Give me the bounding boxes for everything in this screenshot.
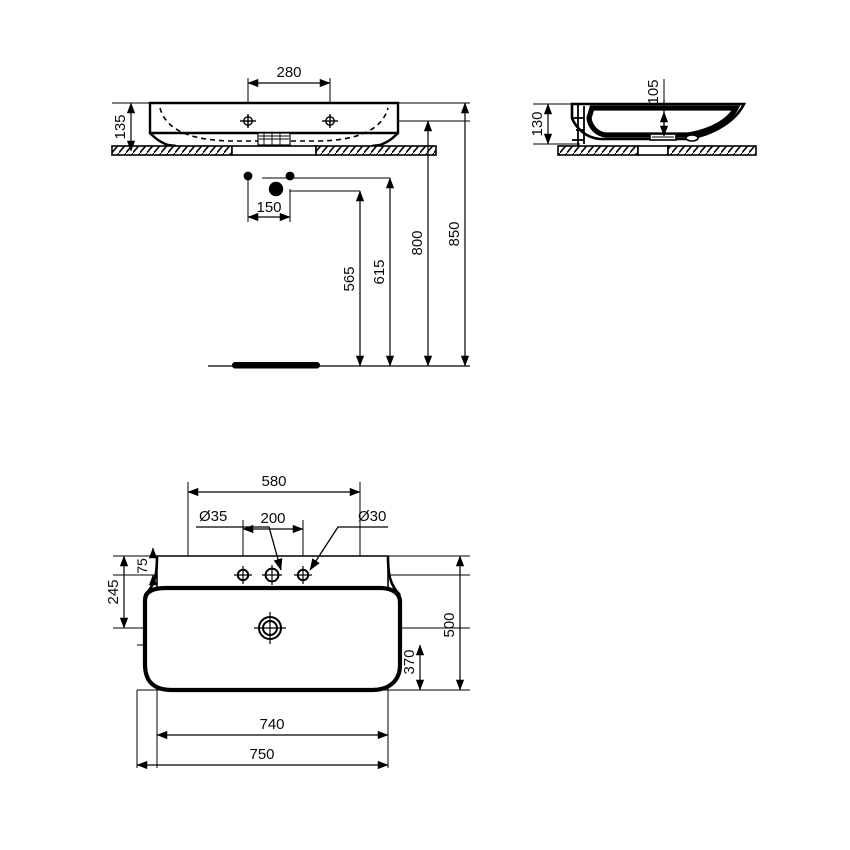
dimension-150: 150	[247, 199, 291, 222]
tap-hole-left	[234, 566, 252, 584]
dimension-280: 280	[247, 64, 331, 88]
dimension-245: 245	[105, 555, 129, 629]
dimension-800: 800	[409, 120, 433, 367]
drain-symbol-plan	[254, 612, 286, 644]
waste-outlet-side	[649, 133, 699, 142]
dimension-580-label: 580	[261, 473, 286, 490]
dimension-800-label: 800	[409, 230, 426, 255]
dimension-105-label: 105	[645, 79, 662, 104]
service-connection-points	[243, 171, 295, 197]
dimension-150-label: 150	[256, 199, 281, 216]
callout-dia30-label: Ø30	[358, 508, 386, 525]
waste-point	[268, 181, 284, 197]
side-elevation-view: 130 105	[529, 79, 757, 156]
dimension-130: 130	[529, 103, 553, 145]
supply-point-right	[285, 171, 295, 181]
dimension-850-label: 850	[446, 221, 463, 246]
dimension-500-label: 500	[441, 612, 458, 637]
dimension-565: 565	[341, 190, 365, 367]
dimension-580: 580	[187, 473, 361, 497]
dimension-200: 200	[242, 510, 304, 534]
dimension-750-label: 750	[249, 746, 274, 763]
tap-hole-right	[294, 566, 312, 584]
dimension-370: 370	[401, 644, 425, 691]
dimension-200-label: 200	[260, 510, 285, 527]
dimension-135: 135	[112, 102, 136, 152]
dimension-750: 750	[136, 746, 389, 770]
dimension-280-label: 280	[276, 64, 301, 81]
supply-point-left	[243, 171, 253, 181]
dimension-75: 75	[134, 547, 158, 586]
dimension-500: 500	[441, 555, 465, 691]
tap-hole-center	[262, 565, 282, 585]
tap-hole-symbols-front	[240, 114, 338, 128]
front-elevation-view: 280 135 150 565 615 800 85	[111, 64, 470, 369]
dimension-245-label: 245	[105, 579, 122, 604]
callout-dia30: Ø30	[309, 508, 388, 571]
backsplash-detail-side	[572, 104, 585, 146]
plan-view: Ø35 Ø30 580 200 75 245	[105, 473, 470, 770]
dimension-740-label: 740	[259, 716, 284, 733]
dimension-105: 105	[645, 79, 669, 137]
dimension-75-label: 75	[134, 558, 150, 574]
dimension-565-label: 565	[341, 266, 358, 291]
tap-holes-plan	[234, 565, 312, 585]
waste-outlet-front	[257, 132, 291, 146]
dimension-615-label: 615	[371, 259, 388, 284]
dimension-135-label: 135	[112, 114, 129, 139]
countertop-section-side	[557, 145, 757, 156]
dimension-740: 740	[156, 716, 389, 740]
callout-dia35-label: Ø35	[199, 508, 227, 525]
dimension-130-label: 130	[529, 111, 546, 136]
dimension-850: 850	[446, 102, 470, 367]
dimension-370-label: 370	[401, 649, 418, 674]
countertop-section	[111, 145, 437, 156]
dimension-615: 615	[371, 177, 395, 367]
